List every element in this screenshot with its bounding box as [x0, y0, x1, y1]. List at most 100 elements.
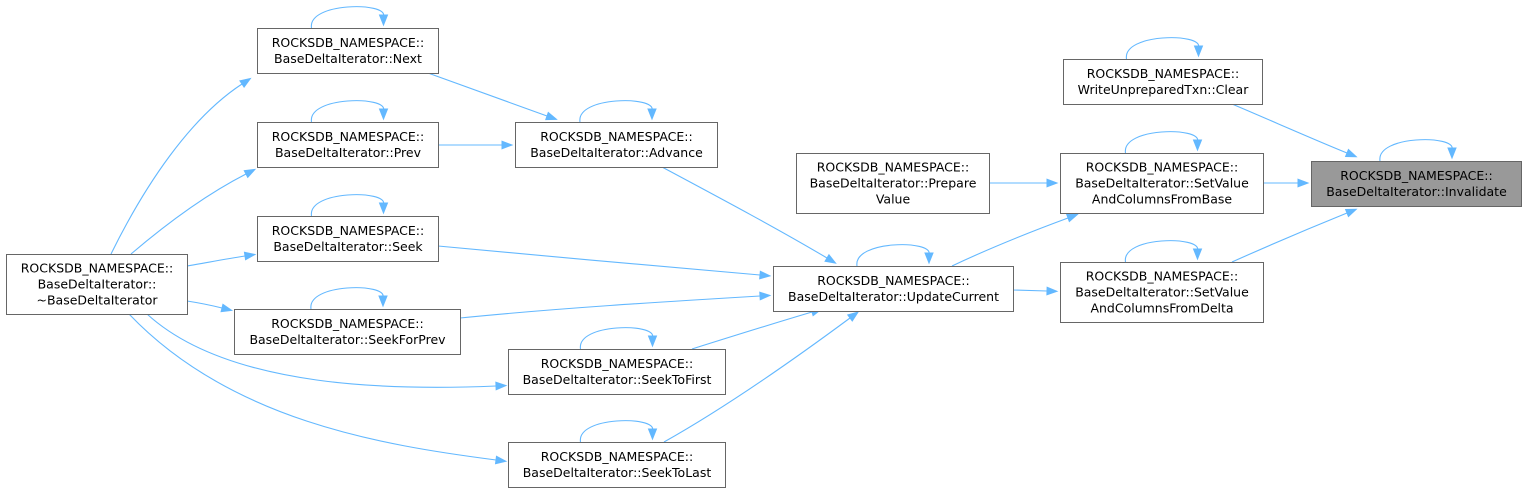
node-clear[interactable]: ROCKSDB_NAMESPACE::WriteUnpreparedTxn::C… — [1063, 59, 1263, 105]
self-loop-clear — [1125, 37, 1204, 60]
edge-seek-to-updatecurrent — [437, 245, 772, 280]
node-advance[interactable]: ROCKSDB_NAMESPACE::BaseDeltaIterator::Ad… — [515, 122, 718, 168]
node-label-line: BaseDeltaIterator::Prev — [275, 145, 422, 160]
self-loop-line — [1124, 240, 1199, 263]
node-label-line: BaseDeltaIterator::SeekToLast — [523, 465, 712, 480]
edge-seekforprev-to-updatecurrent — [459, 291, 772, 319]
self-loop-line — [579, 420, 654, 443]
node-box — [257, 28, 439, 74]
edge-line — [663, 317, 851, 443]
self-loop-line — [1124, 131, 1199, 154]
edge-destructor-to-next — [110, 77, 252, 255]
node-label-line: BaseDeltaIterator:: — [38, 277, 157, 292]
arrowhead — [545, 111, 558, 121]
arrowhead — [846, 311, 860, 322]
self-loop-updatecurrent — [856, 244, 934, 267]
arrowhead — [1065, 213, 1079, 223]
node-box — [515, 122, 718, 168]
arrowhead — [1447, 147, 1457, 160]
edge-destructor-to-seekforprev — [186, 300, 234, 313]
node-label-line: ROCKSDB_NAMESPACE:: — [21, 261, 173, 276]
node-label-line: BaseDeltaIterator::UpdateCurrent — [788, 289, 999, 304]
edge-advance-to-updatecurrent — [661, 166, 837, 264]
node-box — [234, 309, 461, 355]
node-label-line: BaseDeltaIterator::Advance — [530, 145, 703, 160]
node-prev[interactable]: ROCKSDB_NAMESPACE::BaseDeltaIterator::Pr… — [257, 122, 439, 168]
arrowhead — [378, 108, 389, 121]
edge-line — [427, 72, 548, 117]
node-seektofirst[interactable]: ROCKSDB_NAMESPACE::BaseDeltaIterator::Se… — [508, 349, 726, 395]
edge-line — [1231, 212, 1348, 263]
arrowhead — [243, 168, 257, 179]
self-loop-line — [579, 327, 654, 350]
node-box — [508, 442, 726, 488]
node-box — [1060, 262, 1264, 323]
edge-line — [661, 166, 828, 259]
self-loop-seektolast — [579, 420, 658, 443]
node-preparevalue[interactable]: ROCKSDB_NAMESPACE::BaseDeltaIterator::Pr… — [796, 153, 990, 214]
arrowhead — [220, 303, 234, 313]
node-invalidate[interactable]: ROCKSDB_NAMESPACE::BaseDeltaIterator::In… — [1311, 161, 1522, 207]
node-box — [1311, 161, 1522, 207]
edge-clear-to-invalidate — [1231, 103, 1358, 158]
node-next[interactable]: ROCKSDB_NAMESPACE::BaseDeltaIterator::Ne… — [257, 28, 439, 74]
edge-line — [437, 245, 761, 276]
arrowhead — [378, 14, 389, 27]
arrowhead — [924, 252, 934, 265]
node-label-line: BaseDeltaIterator::Seek — [273, 239, 423, 254]
node-label-line: BaseDeltaIterator::SeekForPrev — [249, 332, 446, 347]
arrowhead — [1192, 139, 1203, 152]
node-box — [1063, 59, 1263, 105]
node-label-line: ROCKSDB_NAMESPACE:: — [541, 356, 693, 371]
node-label-line: ROCKSDB_NAMESPACE:: — [1340, 168, 1492, 183]
edge-setfromdelta-to-invalidate — [1231, 208, 1358, 263]
arrowhead — [759, 291, 772, 301]
self-loop-line — [310, 194, 385, 217]
arrowhead — [1344, 208, 1358, 218]
edge-destructor-to-seektofirst — [146, 313, 508, 391]
node-setfromdelta[interactable]: ROCKSDB_NAMESPACE::BaseDeltaIterator::Se… — [1060, 262, 1264, 323]
self-loop-line — [1125, 37, 1200, 60]
edge-destructor-to-seektolast — [128, 313, 508, 465]
arrowhead — [243, 251, 257, 261]
edge-line — [130, 173, 247, 255]
arrowhead — [1046, 178, 1059, 188]
edge-preparevalue-to-setfrombase — [989, 178, 1059, 188]
edge-line — [691, 311, 813, 350]
arrowhead — [1193, 45, 1204, 58]
arrowhead — [495, 381, 508, 391]
edge-destructor-to-seek — [186, 251, 257, 267]
self-loop-line — [310, 287, 384, 310]
arrowhead — [1344, 148, 1358, 158]
edge-line — [146, 313, 497, 388]
node-destructor[interactable]: ROCKSDB_NAMESPACE::BaseDeltaIterator::~B… — [6, 254, 188, 315]
self-loop-seektofirst — [579, 327, 658, 350]
edge-prev-to-advance — [438, 140, 514, 150]
arrowhead — [378, 202, 389, 215]
node-label-line: Value — [876, 192, 911, 207]
edge-line — [110, 83, 243, 255]
node-seektolast[interactable]: ROCKSDB_NAMESPACE::BaseDeltaIterator::Se… — [508, 442, 726, 488]
node-label-line: ROCKSDB_NAMESPACE:: — [272, 35, 424, 50]
self-loop-setfromdelta — [1124, 240, 1203, 263]
node-label-line: BaseDeltaIterator::SetValue — [1075, 285, 1249, 300]
node-box — [6, 254, 188, 315]
node-label-line: ROCKSDB_NAMESPACE:: — [1086, 269, 1238, 284]
edge-line — [1012, 289, 1048, 292]
node-updatecurrent[interactable]: ROCKSDB_NAMESPACE::BaseDeltaIterator::Up… — [773, 266, 1014, 312]
node-label-line: WriteUnpreparedTxn::Clear — [1078, 82, 1250, 97]
node-label-line: ~BaseDeltaIterator — [36, 293, 158, 308]
edge-line — [186, 255, 246, 267]
self-loop-seekforprev — [310, 287, 388, 310]
edge-updatecurrent-to-setfromdelta — [1012, 286, 1059, 296]
node-seek[interactable]: ROCKSDB_NAMESPACE::BaseDeltaIterator::Se… — [257, 216, 439, 262]
edge-line — [186, 300, 223, 309]
node-label-line: BaseDeltaIterator::Invalidate — [1326, 184, 1507, 199]
node-seekforprev[interactable]: ROCKSDB_NAMESPACE::BaseDeltaIterator::Se… — [234, 309, 461, 355]
node-setfrombase[interactable]: ROCKSDB_NAMESPACE::BaseDeltaIterator::Se… — [1060, 153, 1264, 214]
edge-setfrombase-to-invalidate — [1263, 178, 1310, 188]
node-label-line: ROCKSDB_NAMESPACE:: — [1087, 66, 1239, 81]
arrowhead — [494, 455, 508, 465]
node-label-line: ROCKSDB_NAMESPACE:: — [272, 129, 424, 144]
